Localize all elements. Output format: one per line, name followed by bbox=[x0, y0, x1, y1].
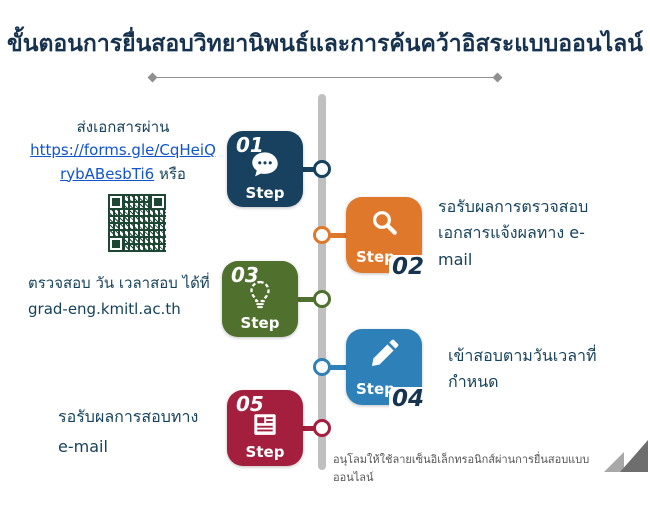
google-form-link[interactable]: https://forms.gle/CqHeiQrybABesbTi6 bbox=[30, 141, 216, 183]
newspaper-icon bbox=[249, 408, 281, 444]
step1-box: 01 Step bbox=[227, 131, 303, 207]
step5-description: รอรับผลการสอบทาง e-mail bbox=[58, 407, 199, 456]
step4-connector bbox=[328, 365, 348, 370]
step4-node bbox=[313, 358, 331, 376]
step5-box: 05 Step bbox=[227, 390, 303, 466]
step4-label: Step bbox=[356, 380, 395, 398]
step1-number: 01 bbox=[236, 133, 264, 157]
step2-box: Step 02 bbox=[346, 197, 427, 280]
step2-node bbox=[313, 226, 331, 244]
qr-code bbox=[108, 194, 166, 252]
step3-box: 03 Step bbox=[222, 261, 298, 337]
step5-node bbox=[313, 419, 331, 437]
corner-decoration-dark bbox=[620, 440, 648, 472]
step4-number: 04 bbox=[388, 386, 427, 412]
step2-description: รอรับผลการตรวจสอบเอกสารแจ้งผลทาง e-mail bbox=[438, 197, 589, 269]
step3-description: ตรวจสอบ วัน เวลาสอบ ได้ที่ grad-eng.kmit… bbox=[28, 274, 210, 319]
step2-number: 02 bbox=[388, 254, 427, 280]
step2-connector bbox=[328, 233, 348, 238]
step3-label: Step bbox=[240, 314, 280, 332]
corner-decoration-light bbox=[604, 452, 624, 472]
footnote: อนุโลมให้ใช้ลายเซ็นอิเล็กทรอนิกส์ผ่านการ… bbox=[333, 453, 590, 484]
qr-finder-bottom-left bbox=[108, 236, 124, 252]
qr-finder-top-left bbox=[108, 194, 124, 210]
step3-node bbox=[313, 290, 331, 308]
step5-number: 05 bbox=[236, 392, 264, 416]
search-icon bbox=[368, 206, 400, 242]
step5-label: Step bbox=[245, 443, 285, 461]
page-title: ขั้นตอนการยื่นสอบวิทยานิพนธ์และการค้นคว้… bbox=[7, 31, 643, 57]
step1-text: ส่งเอกสารผ่าน bbox=[76, 118, 170, 136]
step3-connector bbox=[297, 297, 315, 302]
step1-node bbox=[313, 160, 331, 178]
qr-finder-top-right bbox=[150, 194, 166, 210]
step1-label: Step bbox=[245, 184, 285, 202]
pencil-icon bbox=[368, 338, 400, 374]
title-divider bbox=[152, 77, 498, 78]
step2-label: Step bbox=[356, 248, 395, 266]
step1-description: ส่งเอกสารผ่าน https://forms.gle/CqHeiQry… bbox=[28, 116, 218, 186]
step1-connector bbox=[300, 167, 316, 172]
step5-connector bbox=[300, 426, 316, 431]
lightbulb-icon bbox=[243, 278, 277, 316]
step4-box: Step 04 bbox=[346, 329, 427, 412]
step4-description: เข้าสอบตามวันเวลาที่กำหนด bbox=[448, 346, 597, 392]
chat-icon bbox=[248, 148, 282, 186]
timeline-bar bbox=[318, 94, 326, 470]
step1-text-suffix: หรือ bbox=[158, 164, 186, 183]
